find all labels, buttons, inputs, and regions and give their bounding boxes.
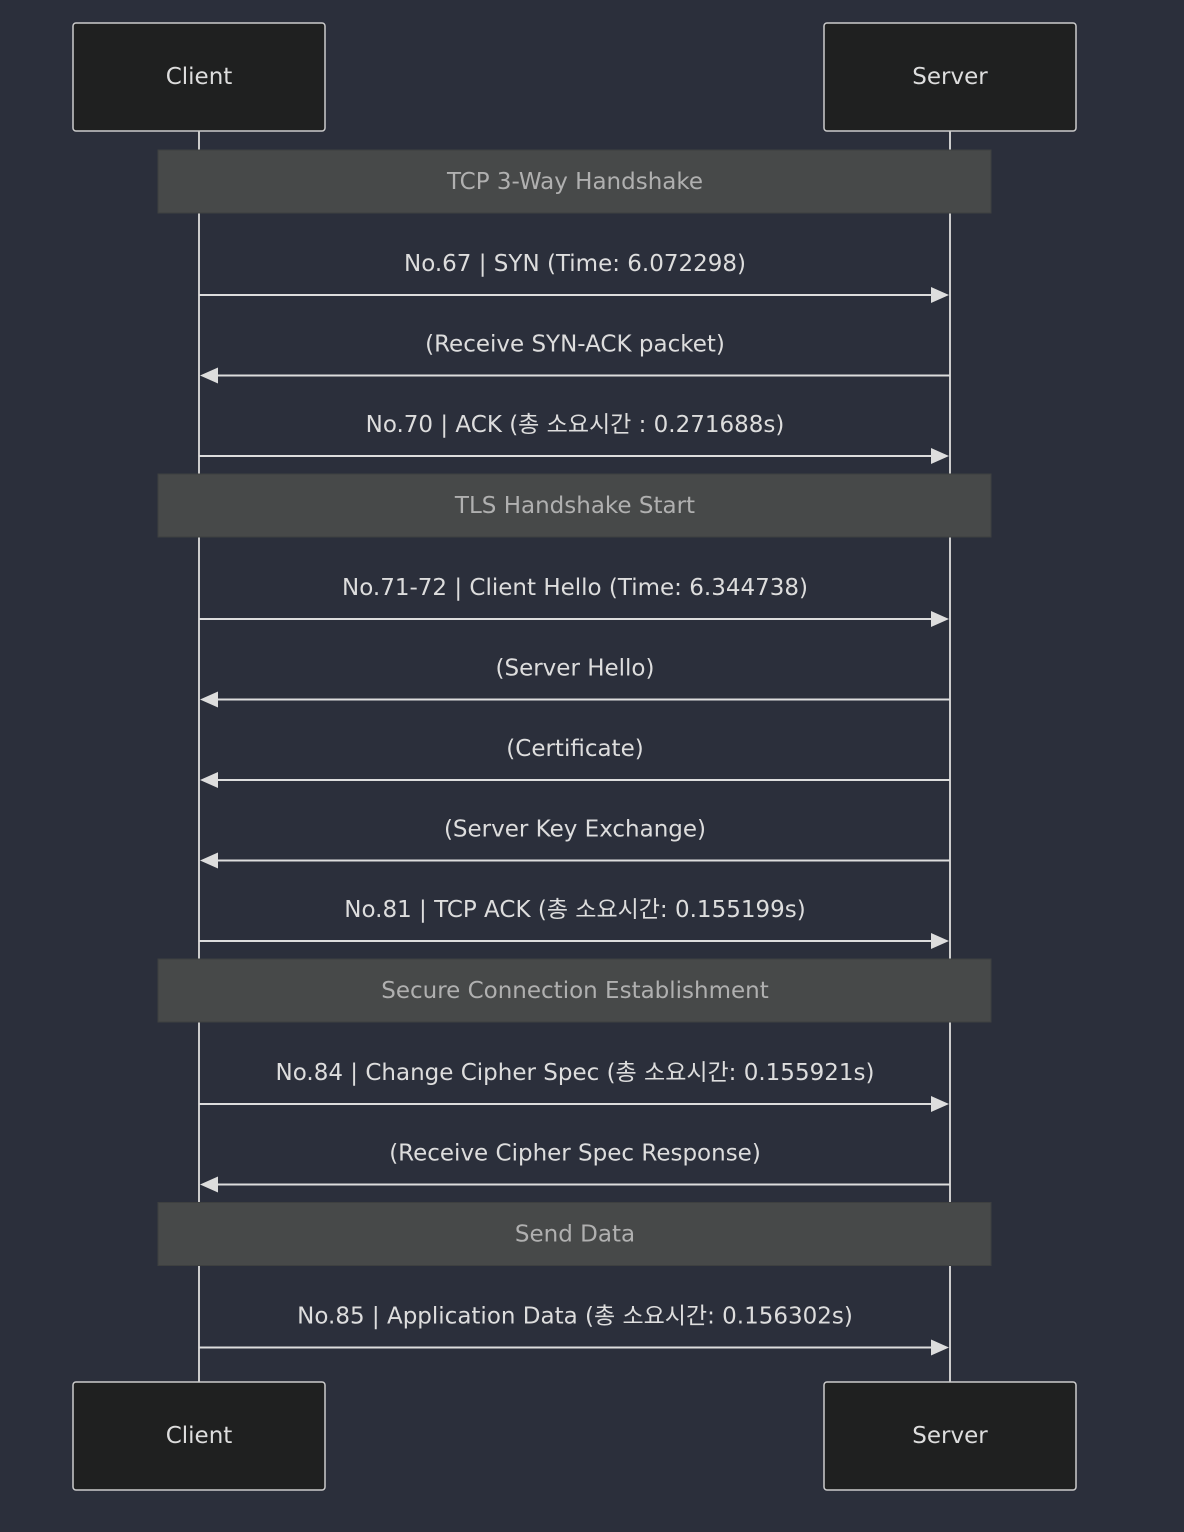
message-label: No.70 | ACK (총 소요시간 : 0.271688s): [366, 412, 785, 438]
note-box: [157, 958, 992, 1023]
arrowhead-icon: [200, 691, 218, 708]
arrowhead-icon: [200, 852, 218, 869]
message-label: No.71-72 | Client Hello (Time: 6.344738): [342, 575, 808, 601]
note-text: TCP 3-Way Handshake: [446, 169, 703, 195]
note-box: [157, 1202, 992, 1266]
message-label: No.67 | SYN (Time: 6.072298): [404, 251, 746, 277]
arrowhead-icon: [931, 1096, 949, 1112]
message-label: No.85 | Application Data (총 소요시간: 0.1563…: [297, 1304, 853, 1330]
actor-box-client-bottom: [72, 1381, 326, 1491]
actor-box-server-top: [823, 22, 1077, 132]
message-label: No.84 | Change Cipher Spec (총 소요시간: 0.15…: [276, 1060, 875, 1086]
note-text: Secure Connection Establishment: [381, 978, 769, 1004]
actor-box-server-bottom: [823, 1381, 1077, 1491]
arrowhead-icon: [200, 1176, 218, 1193]
actor-label-server-bottom: Server: [912, 1423, 988, 1449]
message-label: No.81 | TCP ACK (총 소요시간: 0.155199s): [344, 897, 805, 923]
actor-box-client-top: [72, 22, 326, 132]
message-label: (Receive Cipher Spec Response): [389, 1141, 761, 1167]
note-text: Send Data: [515, 1222, 635, 1248]
message-label: (Receive SYN-ACK packet): [425, 332, 725, 358]
arrowhead-icon: [931, 287, 949, 303]
note-box: [157, 473, 992, 538]
message-label: (Server Key Exchange): [444, 817, 706, 843]
actor-label-server-top: Server: [912, 64, 988, 90]
arrowhead-icon: [931, 448, 949, 464]
arrowhead-icon: [931, 611, 949, 627]
arrowhead-icon: [200, 772, 218, 788]
note-box: [157, 149, 992, 214]
note-text: TLS Handshake Start: [454, 493, 695, 519]
message-label: (Certificate): [506, 736, 643, 762]
actor-label-client-bottom: Client: [166, 1423, 233, 1449]
arrowhead-icon: [931, 1339, 949, 1356]
message-label: (Server Hello): [496, 656, 655, 682]
arrowhead-icon: [931, 933, 949, 949]
arrowhead-icon: [200, 367, 218, 384]
actor-label-client-top: Client: [166, 64, 233, 90]
